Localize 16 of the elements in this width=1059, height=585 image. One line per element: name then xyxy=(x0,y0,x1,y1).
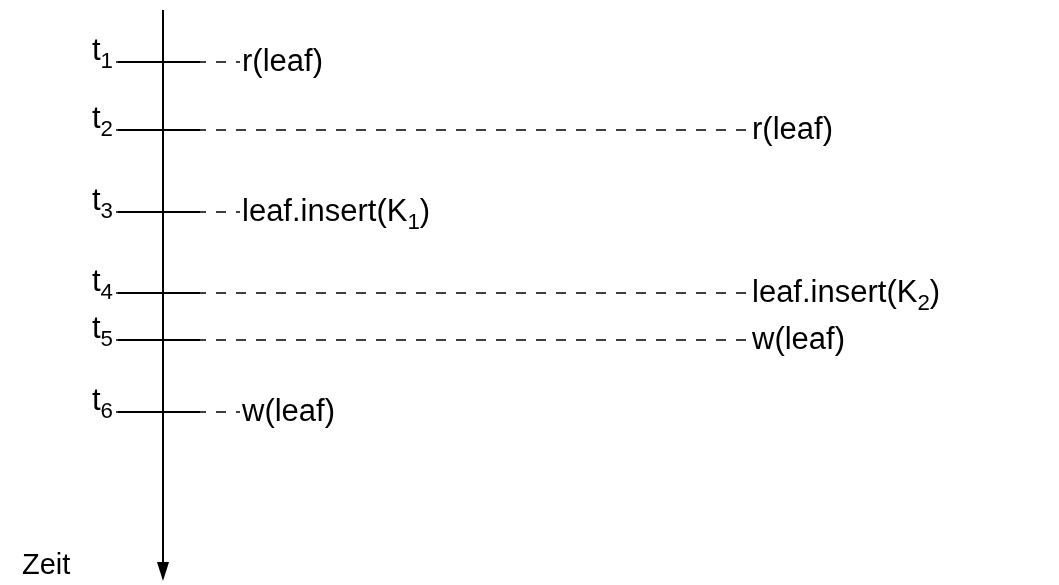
dashed-connector xyxy=(115,411,241,413)
time-label: t$_{4}$ xyxy=(91,261,113,301)
operation-text: w(leaf) xyxy=(242,391,335,431)
time-label: t$_{6}$ xyxy=(91,380,113,420)
operation-text: r(leaf) xyxy=(752,109,833,149)
time-label: t$_{3}$ xyxy=(91,180,113,220)
operation-text: leaf.insert(K$_{2}$) xyxy=(752,272,941,312)
operation-text: r(leaf) xyxy=(242,41,323,81)
dashed-connector xyxy=(115,61,241,63)
operation-text: leaf.insert(K$_{1}$) xyxy=(242,191,431,231)
time-label: t$_{5}$ xyxy=(91,308,113,348)
axis-label: Zeit xyxy=(22,547,71,582)
dashed-connector xyxy=(115,211,241,213)
time-label: t$_{2}$ xyxy=(91,98,113,138)
operation-text: w(leaf) xyxy=(752,319,845,359)
time-label: t$_{1}$ xyxy=(91,30,113,70)
